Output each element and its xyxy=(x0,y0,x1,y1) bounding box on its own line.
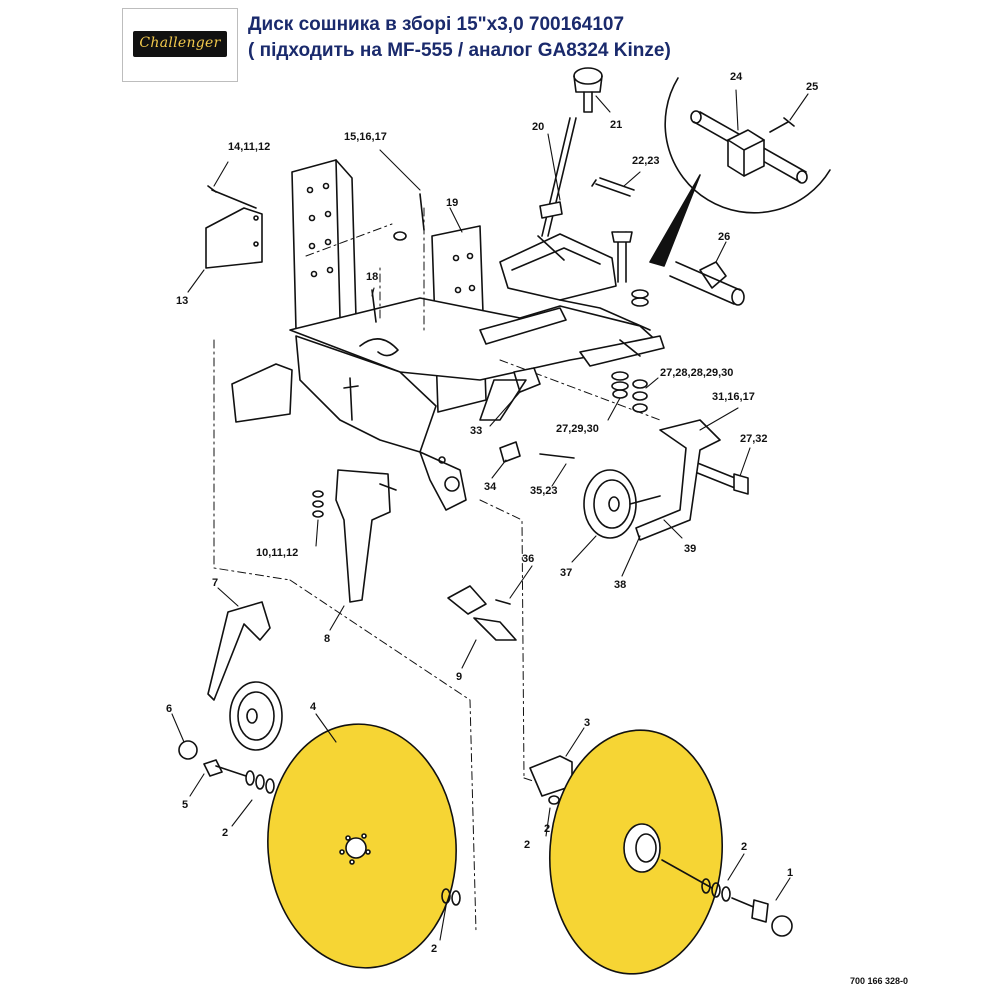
part-9-scraper xyxy=(447,585,517,641)
page-title: Диск сошника в зборі 15"x3,0 700164107 (… xyxy=(248,12,671,64)
part-13-plate xyxy=(205,207,263,269)
callout-39: 39 xyxy=(684,543,696,555)
part-8-shank xyxy=(335,469,397,603)
part-7-arm-wheel xyxy=(207,601,283,751)
main-frame xyxy=(289,67,749,541)
part-13-plate-lower xyxy=(231,363,293,423)
callout-31: 31,16,17 xyxy=(712,391,755,403)
logo-text: Challenger xyxy=(139,35,221,51)
callout-13: 13 xyxy=(176,295,188,307)
callout-27b: 27,29,30 xyxy=(556,423,599,435)
callout-14: 14,11,12 xyxy=(228,141,270,153)
callout-38: 38 xyxy=(614,579,626,591)
callout-35: 35,23 xyxy=(530,485,558,497)
callout-9: 9 xyxy=(456,671,462,683)
callout-10: 10,11,12 xyxy=(256,547,298,559)
callout-2e: 2 xyxy=(544,823,550,835)
callout-34: 34 xyxy=(484,481,497,493)
title-line-2: ( підходить на MF-555 / аналог GA8324 Ki… xyxy=(248,40,671,61)
callout-2d: 2 xyxy=(431,943,437,955)
callout-15: 15,16,17 xyxy=(344,131,387,143)
disc-right xyxy=(548,729,793,975)
title-line-1: Диск сошника в зборі 15"x3,0 700164107 xyxy=(248,14,625,35)
callout-4: 4 xyxy=(310,701,317,713)
callout-33: 33 xyxy=(470,425,482,437)
callout-27c: 27,32 xyxy=(740,433,768,445)
callout-21: 21 xyxy=(610,119,622,131)
callout-1: 1 xyxy=(787,867,793,879)
disc-left xyxy=(267,723,461,969)
detail-circle-24-25 xyxy=(649,77,831,267)
callout-18: 18 xyxy=(366,271,378,283)
callout-3: 3 xyxy=(584,717,590,729)
callout-24: 24 xyxy=(730,71,743,83)
drawing-reference-number: 700 166 328-0 xyxy=(849,976,908,986)
callout-37: 37 xyxy=(560,567,572,579)
callout-25: 25 xyxy=(806,81,818,93)
callout-36: 36 xyxy=(522,553,534,565)
callout-5: 5 xyxy=(182,799,188,811)
callout-26: 26 xyxy=(718,231,730,243)
callout-2c: 2 xyxy=(741,841,747,853)
callout-6: 6 xyxy=(166,703,172,715)
callout-2b: 2 xyxy=(524,839,530,851)
challenger-logo: Challenger xyxy=(122,8,238,82)
callout-2a: 2 xyxy=(222,827,228,839)
callout-27a: 27,28,28,29,30 xyxy=(660,367,733,379)
callout-19: 19 xyxy=(446,197,458,209)
callout-20: 20 xyxy=(532,121,544,133)
callout-7: 7 xyxy=(212,577,218,589)
callout-22: 22,23 xyxy=(632,155,660,167)
callout-labels: 1 2 2 2 2 2 3 4 5 6 7 8 9 10,11,12 13 14… xyxy=(166,71,818,955)
callout-8: 8 xyxy=(324,633,330,645)
logo-badge: Challenger xyxy=(133,31,227,57)
